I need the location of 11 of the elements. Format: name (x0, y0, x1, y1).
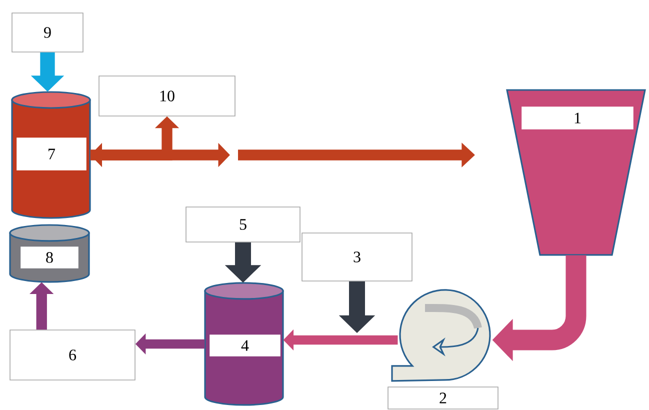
label-box: 5 (186, 206, 300, 242)
label-box: 9 (12, 12, 84, 52)
tank: 4 (204, 282, 284, 406)
label-box: 6 (10, 330, 136, 380)
tank: 7 (11, 91, 91, 219)
label-box: 10 (98, 76, 236, 116)
node-label: 2 (440, 392, 446, 404)
label-box: 3 (302, 232, 412, 282)
tank: 8 (9, 224, 90, 283)
pump: 2 (388, 289, 498, 410)
hopper: 1 (506, 89, 646, 256)
